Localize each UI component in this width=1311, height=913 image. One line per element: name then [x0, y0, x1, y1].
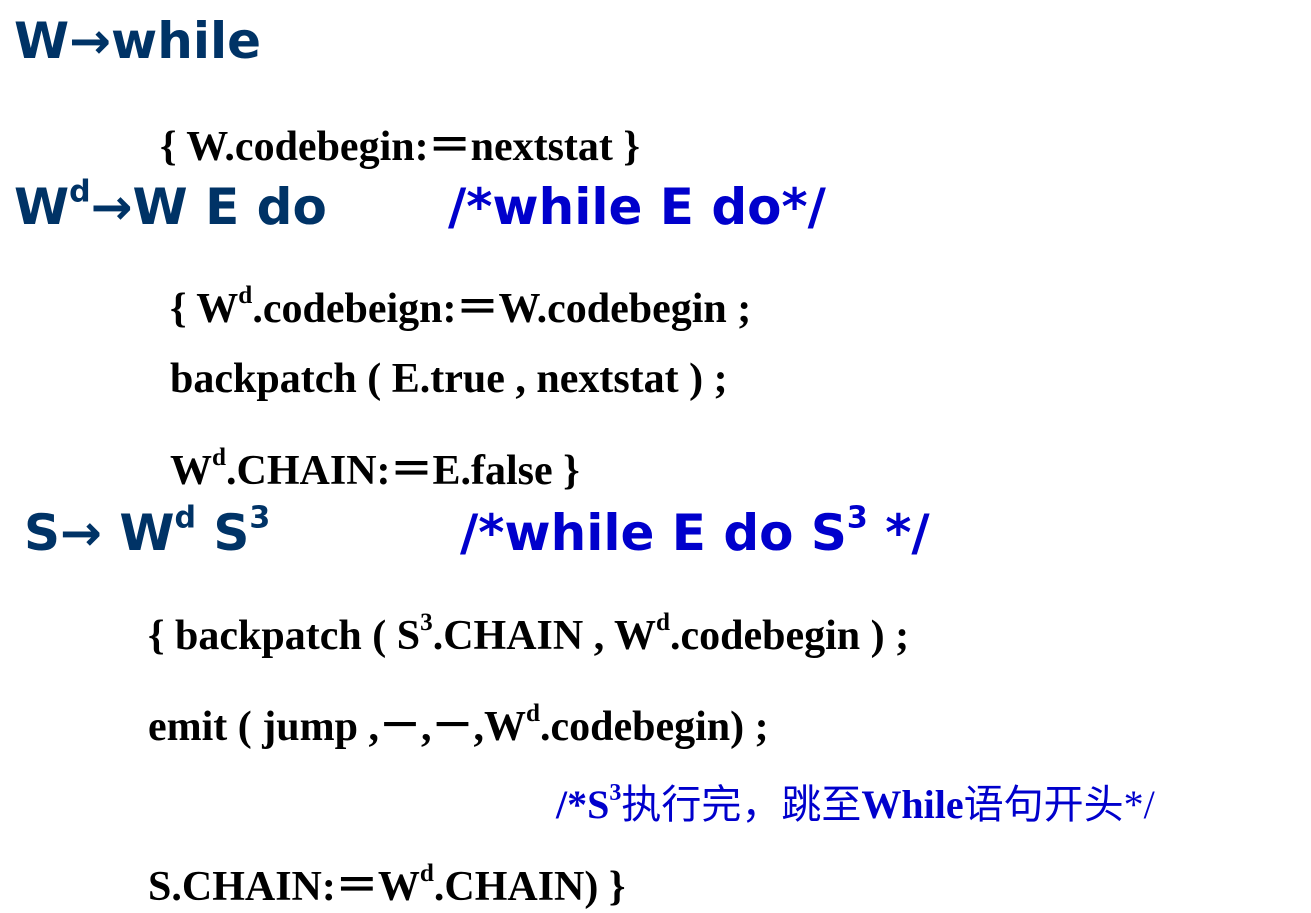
- note-part: 语句开头*/: [963, 782, 1155, 827]
- superscript-d: d: [174, 500, 196, 536]
- superscript-3: 3: [420, 609, 433, 637]
- production-part: S: [195, 504, 250, 562]
- production-lhs: W: [14, 178, 70, 236]
- comment-while-e-do-s3: /*while E do S3 */: [460, 500, 930, 562]
- production-text: W→while: [14, 12, 262, 70]
- action-part: { W: [170, 286, 239, 332]
- action-backpatch-s3-chain: { backpatch ( S3.CHAIN , Wd.codebegin ) …: [148, 609, 910, 660]
- comment-while-e-do: /*while E do*/: [448, 178, 826, 236]
- action-part: .CHAIN) }: [433, 864, 626, 910]
- action-part: S.CHAIN:＝W: [148, 864, 420, 910]
- production-w-while: W→while: [14, 12, 261, 70]
- superscript-d: d: [69, 174, 91, 210]
- superscript-d: d: [419, 860, 434, 888]
- comment-part: */: [867, 504, 930, 562]
- action-wd-chain: Wd.CHAIN:＝E.false }: [170, 436, 580, 497]
- action-text: { W.codebegin:＝nextstat }: [160, 124, 640, 170]
- action-text: backpatch ( E.true , nextstat ) ;: [170, 356, 728, 402]
- production-s: S→ Wd S3: [24, 500, 271, 562]
- action-part: .codebegin ) ;: [669, 613, 910, 659]
- comment-jump-to-while-start: /*S3执行完，跳至While语句开头*/: [556, 772, 1155, 830]
- action-part: W: [170, 448, 212, 494]
- comment-text: /*while E do*/: [448, 178, 826, 236]
- action-part: .CHAIN:＝E.false }: [226, 448, 580, 494]
- superscript-d: d: [212, 444, 227, 472]
- superscript-d: d: [238, 282, 253, 310]
- comment-part: /*while E do S: [460, 504, 847, 562]
- superscript-d: d: [655, 609, 670, 637]
- action-emit-jump: emit ( jump ,－,－,Wd.codebegin) ;: [148, 692, 769, 753]
- action-part: { backpatch ( S: [148, 613, 421, 659]
- note-part: 执行完，跳至: [621, 782, 862, 827]
- production-wd: Wd→W E do: [14, 174, 327, 236]
- action-part: .codebegin) ;: [539, 704, 769, 750]
- superscript-3: 3: [609, 780, 622, 806]
- action-backpatch-true: backpatch ( E.true , nextstat ) ;: [170, 355, 728, 403]
- action-part: .CHAIN , W: [432, 613, 656, 659]
- note-part: While: [861, 782, 964, 827]
- action-part: emit ( jump ,－,－,W: [148, 704, 526, 750]
- action-w-codebegin: { W.codebegin:＝nextstat }: [160, 112, 640, 173]
- action-s-chain: S.CHAIN:＝Wd.CHAIN) }: [148, 852, 625, 913]
- superscript-d: d: [525, 700, 540, 728]
- production-part: S→ W: [24, 504, 175, 562]
- superscript-3: 3: [846, 500, 868, 536]
- note-part: /*S: [556, 782, 610, 827]
- action-wd-codebegin: { Wd.codebeign:＝W.codebegin ;: [170, 274, 751, 335]
- production-rhs: →W E do: [90, 178, 327, 236]
- superscript-3: 3: [249, 500, 271, 536]
- action-part: .codebeign:＝W.codebegin ;: [252, 286, 752, 332]
